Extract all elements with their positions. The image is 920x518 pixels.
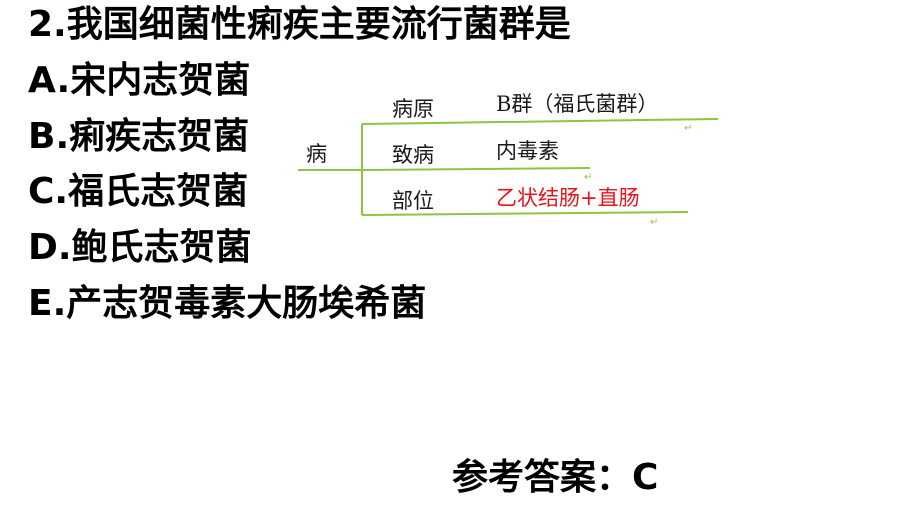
question-stem: 2.我国细菌性痢疾主要流行菌群是 (28, 4, 571, 45)
branch-line-site (361, 211, 689, 216)
branch-label-pathogen: 病原 (392, 97, 434, 121)
option-b: B.痢疾志贺菌 (28, 116, 250, 157)
return-mark-icon: ↵ (650, 217, 658, 228)
option-e: E.产志贺毒素大肠埃希菌 (28, 283, 427, 324)
bracket-diagram: 病 病原 B群（福氏菌群） 致病 内毒素 部位 乙状结肠+直肠 ↵ ↵ ↵ (298, 92, 719, 228)
branch-line-pathogenesis (361, 167, 591, 171)
option-d: D.鲍氏志贺菌 (28, 227, 252, 268)
return-mark-icon: ↵ (584, 172, 592, 183)
branch-label-site: 部位 (392, 189, 434, 213)
branch-value-site: 乙状结肠+直肠 (496, 186, 640, 210)
branch-line-pathogen (361, 118, 719, 125)
branch-value-pathogenesis: 内毒素 (496, 139, 559, 163)
branch-label-pathogenesis: 致病 (392, 143, 434, 167)
option-a: A.宋内志贺菌 (28, 60, 251, 101)
diagram-root-label: 病 (306, 142, 327, 166)
reference-answer: 参考答案：C (452, 457, 659, 498)
option-c: C.福氏志贺菌 (28, 171, 249, 212)
return-mark-icon: ↵ (684, 123, 692, 134)
branch-value-pathogen: B群（福氏菌群） (496, 92, 658, 116)
